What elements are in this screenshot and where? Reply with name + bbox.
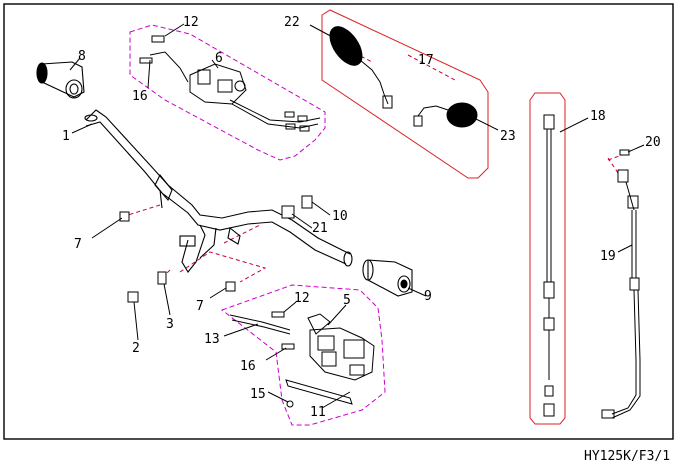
right-mirror-part (413, 102, 478, 128)
drawing-border (3, 3, 674, 440)
callout-11: 11 (310, 405, 326, 420)
small-fasteners (119, 57, 630, 350)
callout-10: 10 (332, 209, 348, 224)
left-grip-part (36, 61, 85, 99)
throttle-cable-box (529, 92, 566, 425)
switch-group-box (129, 24, 326, 161)
callout-16-top: 16 (132, 89, 148, 104)
left-mirror-part (329, 26, 393, 109)
callout-20: 20 (645, 135, 661, 150)
callout-19: 19 (600, 249, 616, 264)
brake-cable-part (601, 169, 641, 419)
callout-labels: 8 1 12 6 16 22 17 23 18 20 19 10 21 9 7 … (62, 15, 661, 420)
right-grip-part (362, 259, 413, 297)
brake-master-cylinder-part (229, 313, 375, 408)
callout-2: 2 (132, 341, 140, 356)
callout-5: 5 (343, 293, 351, 308)
callout-1: 1 (62, 129, 70, 144)
callout-7-mid: 7 (196, 299, 204, 314)
callout-22: 22 (284, 15, 300, 30)
callout-9: 9 (424, 289, 432, 304)
callout-17: 17 (418, 53, 434, 68)
callout-3: 3 (166, 317, 174, 332)
callout-15: 15 (250, 387, 266, 402)
callout-16-bottom: 16 (240, 359, 256, 374)
mirror-group-box (321, 9, 489, 179)
callout-18: 18 (590, 109, 606, 124)
callout-13: 13 (204, 332, 220, 347)
callout-12-bottom: 12 (294, 291, 310, 306)
drawing-code: HY125K/F3/1 (584, 449, 670, 464)
left-switch-part (149, 35, 321, 132)
callout-23: 23 (500, 129, 516, 144)
callout-12-top: 12 (183, 15, 199, 30)
brake-group-box (220, 284, 386, 426)
callout-21: 21 (312, 221, 328, 236)
callout-7-left: 7 (74, 237, 82, 252)
handlebar-part (84, 109, 353, 273)
throttle-cable-part (543, 114, 555, 417)
callout-8: 8 (78, 49, 86, 64)
leader-lines (69, 23, 645, 409)
callout-6: 6 (215, 51, 223, 66)
